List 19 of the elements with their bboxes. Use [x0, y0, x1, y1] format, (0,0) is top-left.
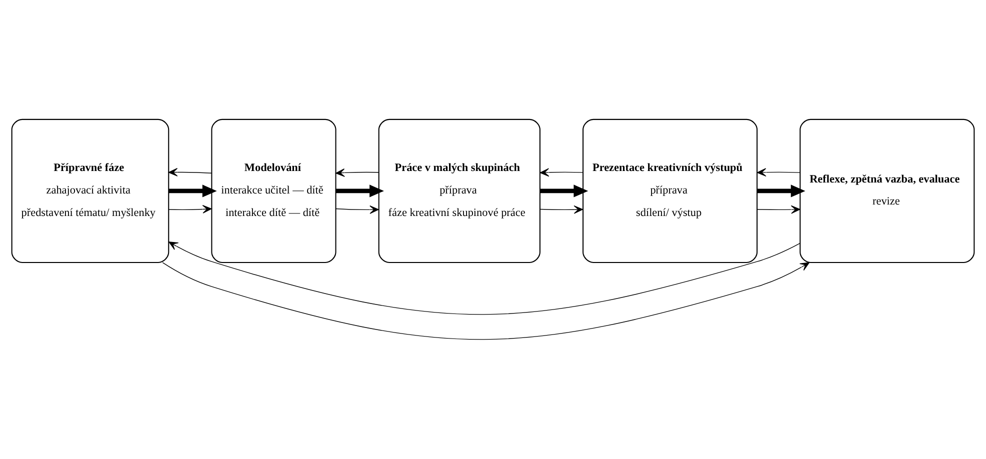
arrow [756, 168, 800, 177]
arrow [162, 262, 810, 340]
node-box: Modelování interakce učitel — dítě interakce dítě — dítě [211, 118, 336, 263]
arrow [540, 168, 584, 177]
arrow [336, 168, 379, 177]
arrow [757, 184, 806, 198]
arrow [540, 205, 584, 214]
arrow [540, 184, 588, 198]
node-box: Reflexe, zpětná vazba, evaluace revize [800, 118, 975, 263]
arrow [168, 184, 217, 198]
arrow [168, 205, 212, 214]
arrow [168, 168, 212, 176]
arrow [756, 205, 800, 214]
arrow [336, 184, 384, 198]
node-box: Práce v malých skupinách příprava fáze kreativní skupinové práce [378, 118, 540, 263]
node-box: Prezentace kreativních výstupů příprava sdílení/ výstup [582, 118, 758, 263]
node-box: Přípravné fáze zahajovací aktivita představení tématu/ myšlenky [11, 118, 170, 263]
arrow [336, 205, 379, 214]
arrow [168, 242, 800, 315]
